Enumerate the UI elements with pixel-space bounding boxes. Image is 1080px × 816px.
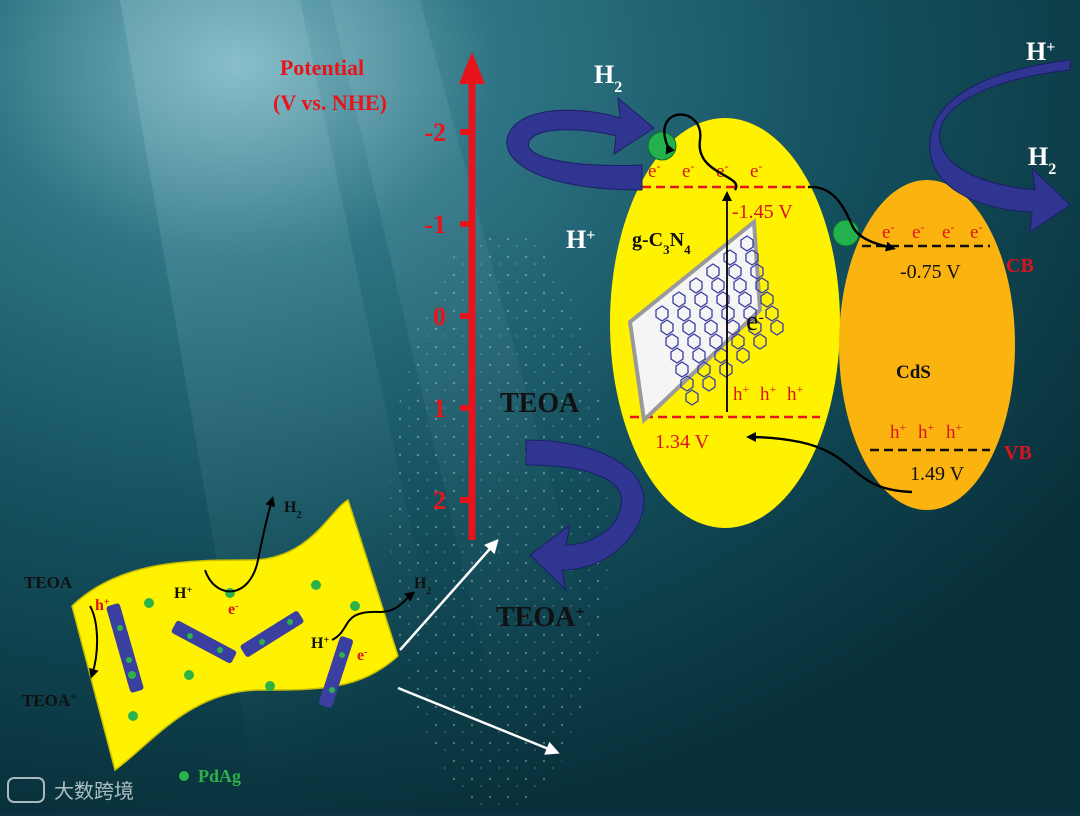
axis-tick-label: 1 bbox=[433, 394, 446, 423]
cds-label: CdS bbox=[896, 362, 931, 383]
gcn-cb-potential: -1.45 V bbox=[732, 201, 793, 223]
watermark-text: 大数跨境 bbox=[54, 779, 134, 803]
pdag-particle bbox=[648, 132, 676, 160]
axis-tick-label: 0 bbox=[433, 302, 446, 331]
gcn-vb-potential: 1.34 V bbox=[655, 431, 710, 453]
legend-pdag-label: PdAg bbox=[198, 766, 241, 786]
cds-vb-potential: 1.49 V bbox=[910, 463, 965, 485]
vb-label: VB bbox=[1004, 442, 1032, 464]
bubble-column bbox=[390, 230, 610, 810]
axis-tick-label: 2 bbox=[433, 486, 446, 515]
teoa-label: TEOA bbox=[500, 388, 580, 419]
inset-teoa-label: TEOA bbox=[24, 573, 73, 592]
inset-teoa-plus-label: TEOA+ bbox=[22, 691, 76, 710]
axis-tick-label: -1 bbox=[424, 210, 446, 239]
pdag-particle bbox=[833, 220, 859, 246]
cb-label: CB bbox=[1006, 255, 1034, 277]
teoa-plus-label: TEOA+ bbox=[496, 602, 585, 634]
axis-title-line2: (V vs. NHE) bbox=[273, 90, 387, 115]
cds-cb-potential: -0.75 V bbox=[900, 261, 961, 283]
cds-ellipse bbox=[839, 180, 1015, 510]
legend-pdag-dot bbox=[179, 771, 189, 781]
axis-title-line1: Potential bbox=[280, 55, 364, 80]
axis-tick-label: -2 bbox=[424, 118, 446, 147]
